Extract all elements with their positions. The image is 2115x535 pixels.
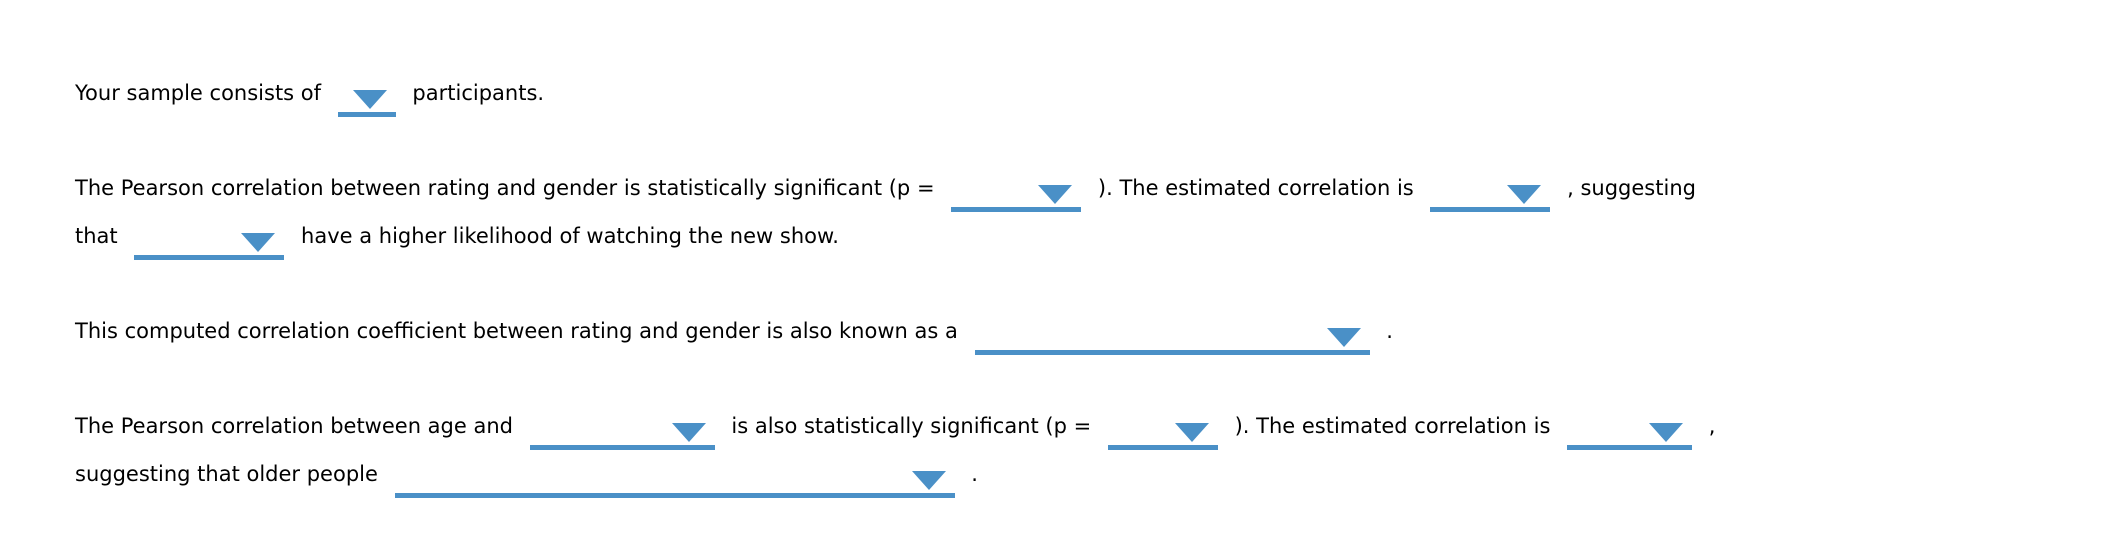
dropdown-arrow-icon <box>1649 423 1684 442</box>
sentence-sample-size: Your sample consists of participants. <box>75 69 2075 117</box>
dropdown-arrow-icon <box>352 90 387 109</box>
sentence-text: ). The estimated correlation is <box>1097 176 1414 200</box>
sentence-correlation-name: This computed correlation coefficient be… <box>75 307 2075 355</box>
sentence-text: . <box>971 462 978 486</box>
age-correlation-dropdown[interactable] <box>1567 420 1693 450</box>
sentence-text: , <box>1708 414 1716 438</box>
dropdown-arrow-icon <box>1507 185 1542 204</box>
sentence-text: ). The estimated correlation is <box>1234 414 1551 438</box>
gender-group-dropdown[interactable] <box>134 230 285 260</box>
sample-size-dropdown[interactable] <box>337 87 396 117</box>
dropdown-arrow-icon <box>1326 328 1361 347</box>
sentence-text: Your sample consists of <box>75 81 322 105</box>
sentence-age-correlation: The Pearson correlation between age and … <box>75 402 2075 498</box>
rating-gender-correlation-dropdown[interactable] <box>1430 182 1551 212</box>
dropdown-arrow-icon <box>241 233 276 252</box>
dropdown-arrow-icon <box>671 423 706 442</box>
sentence-rating-gender-correlation: The Pearson correlation between rating a… <box>75 164 2075 260</box>
dropdown-arrow-icon <box>1038 185 1073 204</box>
correlation-type-dropdown[interactable] <box>974 325 1370 355</box>
age-variable-dropdown[interactable] <box>529 420 715 450</box>
quiz-content: Your sample consists of participants. Th… <box>75 69 2075 498</box>
sentence-text: suggesting that older people <box>75 462 378 486</box>
sentence-text: have a higher likelihood of watching the… <box>301 224 839 248</box>
sentence-text: . <box>1386 319 1393 343</box>
sentence-text: The Pearson correlation between age and <box>75 414 513 438</box>
sentence-text: , suggesting <box>1567 176 1696 200</box>
older-people-likelihood-dropdown[interactable] <box>394 468 955 498</box>
rating-gender-p-value-dropdown[interactable] <box>951 182 1082 212</box>
sentence-text: participants. <box>412 81 545 105</box>
age-p-value-dropdown[interactable] <box>1107 420 1218 450</box>
dropdown-arrow-icon <box>1174 423 1209 442</box>
sentence-text: is also statistically significant (p = <box>731 414 1092 438</box>
sentence-text: The Pearson correlation between rating a… <box>75 176 935 200</box>
sentence-text: that <box>75 224 118 248</box>
sentence-text: This computed correlation coefficient be… <box>75 319 958 343</box>
dropdown-arrow-icon <box>911 471 946 490</box>
